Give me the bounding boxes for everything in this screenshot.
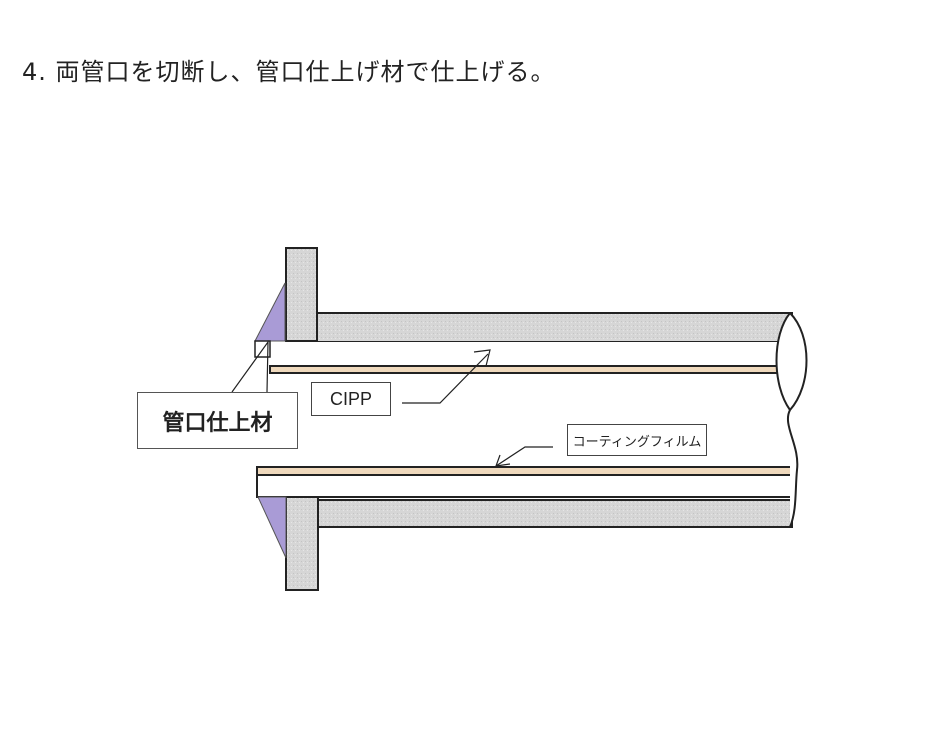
pipe-break-line: [775, 312, 808, 528]
top-cipp-liner: [270, 342, 780, 366]
cipp-leader: [402, 353, 489, 404]
finishing-material-label: 管口仕上材: [137, 392, 298, 449]
top-coating-film: [269, 365, 781, 374]
top-pipe-wall: [316, 312, 793, 343]
bottom-finishing-material: [257, 496, 287, 559]
top-manhole-wall: [285, 247, 318, 342]
bottom-coating-film: [256, 466, 796, 476]
page-title: 4. 両管口を切断し、管口仕上げ材で仕上げる。: [22, 58, 556, 86]
coating-film-label: コーティングフィルム: [567, 424, 707, 456]
coating-arrowhead: [495, 454, 511, 467]
bottom-cipp-liner: [256, 474, 796, 498]
bottom-manhole-wall: [285, 496, 319, 591]
cipp-arrowhead: [473, 349, 491, 367]
finish-leader: [231, 340, 269, 393]
coating-leader: [495, 446, 553, 467]
bottom-pipe-wall: [317, 499, 793, 528]
cipp-label: CIPP: [311, 382, 391, 416]
top-finishing-material: [254, 282, 286, 342]
